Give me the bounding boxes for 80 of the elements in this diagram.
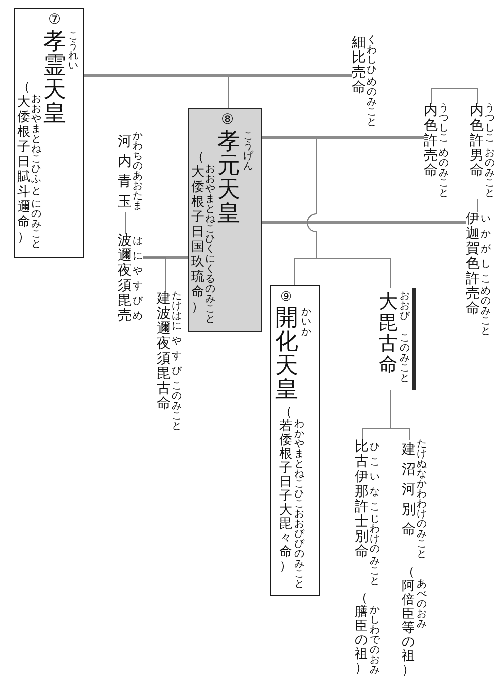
furigana: ひ	[206, 234, 216, 244]
furigana: おのみこと	[485, 149, 495, 199]
furigana: おおやまとね	[32, 94, 42, 154]
name-box	[188, 108, 262, 332]
furigana: こ	[439, 134, 449, 144]
furigana: めのみこと	[439, 149, 449, 199]
person-name: 細比売命	[352, 36, 366, 96]
furigana: に	[172, 322, 182, 332]
emperor-name: 孝元天皇	[218, 130, 240, 226]
lineage-note: （阿倍臣等の祖）	[402, 566, 415, 678]
connector-line	[431, 88, 478, 104]
furigana: たけは	[172, 292, 182, 322]
connector-line	[477, 198, 478, 212]
furigana: めのみこと	[481, 287, 491, 337]
alternate-name: （若倭根子日子大毘々命）	[280, 406, 292, 574]
furigana: びのみこと	[294, 540, 304, 590]
furigana: たけぬなかわわけのみこと	[417, 440, 427, 560]
thick-line	[143, 256, 188, 260]
thick-line	[262, 222, 466, 224]
connector-line	[228, 77, 229, 108]
furigana: おおび	[400, 292, 410, 322]
furigana: めのみこと	[367, 78, 377, 128]
furigana: こ	[294, 500, 304, 510]
furigana: かいか	[302, 308, 312, 338]
furigana: じわけの	[370, 515, 380, 555]
furigana: うつし	[485, 104, 495, 134]
furigana: こうげん	[244, 132, 254, 172]
furigana: わかやまとね	[294, 420, 304, 480]
furigana: このみこと	[400, 334, 410, 384]
furigana: くわしひ	[367, 36, 377, 76]
person-name: 比古伊那許士別命	[355, 440, 369, 560]
furigana: るのみこと	[206, 274, 216, 324]
connector-line	[307, 139, 391, 288]
furigana: ふ	[32, 174, 42, 184]
furigana: いかがしこ	[481, 213, 491, 286]
furigana: おおやまとね	[206, 164, 216, 224]
furigana: ひこいなこ	[370, 441, 380, 515]
furigana: こ	[206, 224, 216, 234]
thick-line	[262, 136, 424, 140]
furigana: はにやすびめ	[133, 235, 143, 324]
furigana: かわちのあおたま	[133, 132, 143, 212]
thick-line	[84, 74, 352, 78]
furigana: くにく	[206, 244, 216, 274]
furigana: あべのおみ	[417, 580, 427, 630]
furigana: ひ	[32, 164, 42, 174]
person-name: 波邇夜須毘売	[118, 234, 132, 324]
alternate-name: （大倭根子日賦斗邇命）	[18, 80, 30, 244]
furigana: こ	[32, 154, 42, 164]
furigana: みこと	[370, 557, 380, 587]
alternate-name: （大倭根子日国玖琉命）	[192, 150, 204, 314]
furigana: び	[172, 367, 182, 377]
emperor-name: 開化天皇	[276, 306, 298, 402]
furigana: かしわでのおみ	[370, 606, 380, 676]
circled-number: ⑦	[48, 12, 62, 28]
emperor-name: 孝霊天皇	[44, 30, 66, 126]
furigana: こうれい	[68, 32, 78, 72]
person-name: 伊迦賀色許売命	[466, 212, 480, 317]
furigana: こ	[294, 480, 304, 490]
furigana: こ	[485, 134, 495, 144]
furigana: うつし	[439, 104, 449, 134]
furigana: と	[32, 186, 42, 196]
person-name: 内色許男命	[470, 104, 484, 179]
furigana: ひ	[294, 490, 304, 500]
furigana: にのみこと	[32, 200, 42, 250]
person-name: 内色許売命	[424, 104, 438, 179]
person-name: 建波邇夜須毘古命	[157, 292, 171, 412]
person-name: 大毘古命	[379, 292, 398, 376]
connector-line	[142, 258, 166, 292]
connector-line	[125, 212, 126, 234]
name-box	[270, 285, 320, 596]
furigana: や	[172, 337, 182, 347]
furigana: おおび	[294, 510, 304, 540]
furigana: す	[172, 352, 182, 362]
person-name: 河内青玉	[118, 133, 132, 212]
person-name: 建沼河別命	[402, 441, 416, 540]
furigana: このみこと	[172, 382, 182, 432]
name-box	[14, 8, 84, 258]
lineage-note: （膳臣の祖）	[355, 592, 368, 676]
circled-number: ⑨	[280, 290, 292, 304]
circled-number: ⑧	[222, 112, 234, 128]
